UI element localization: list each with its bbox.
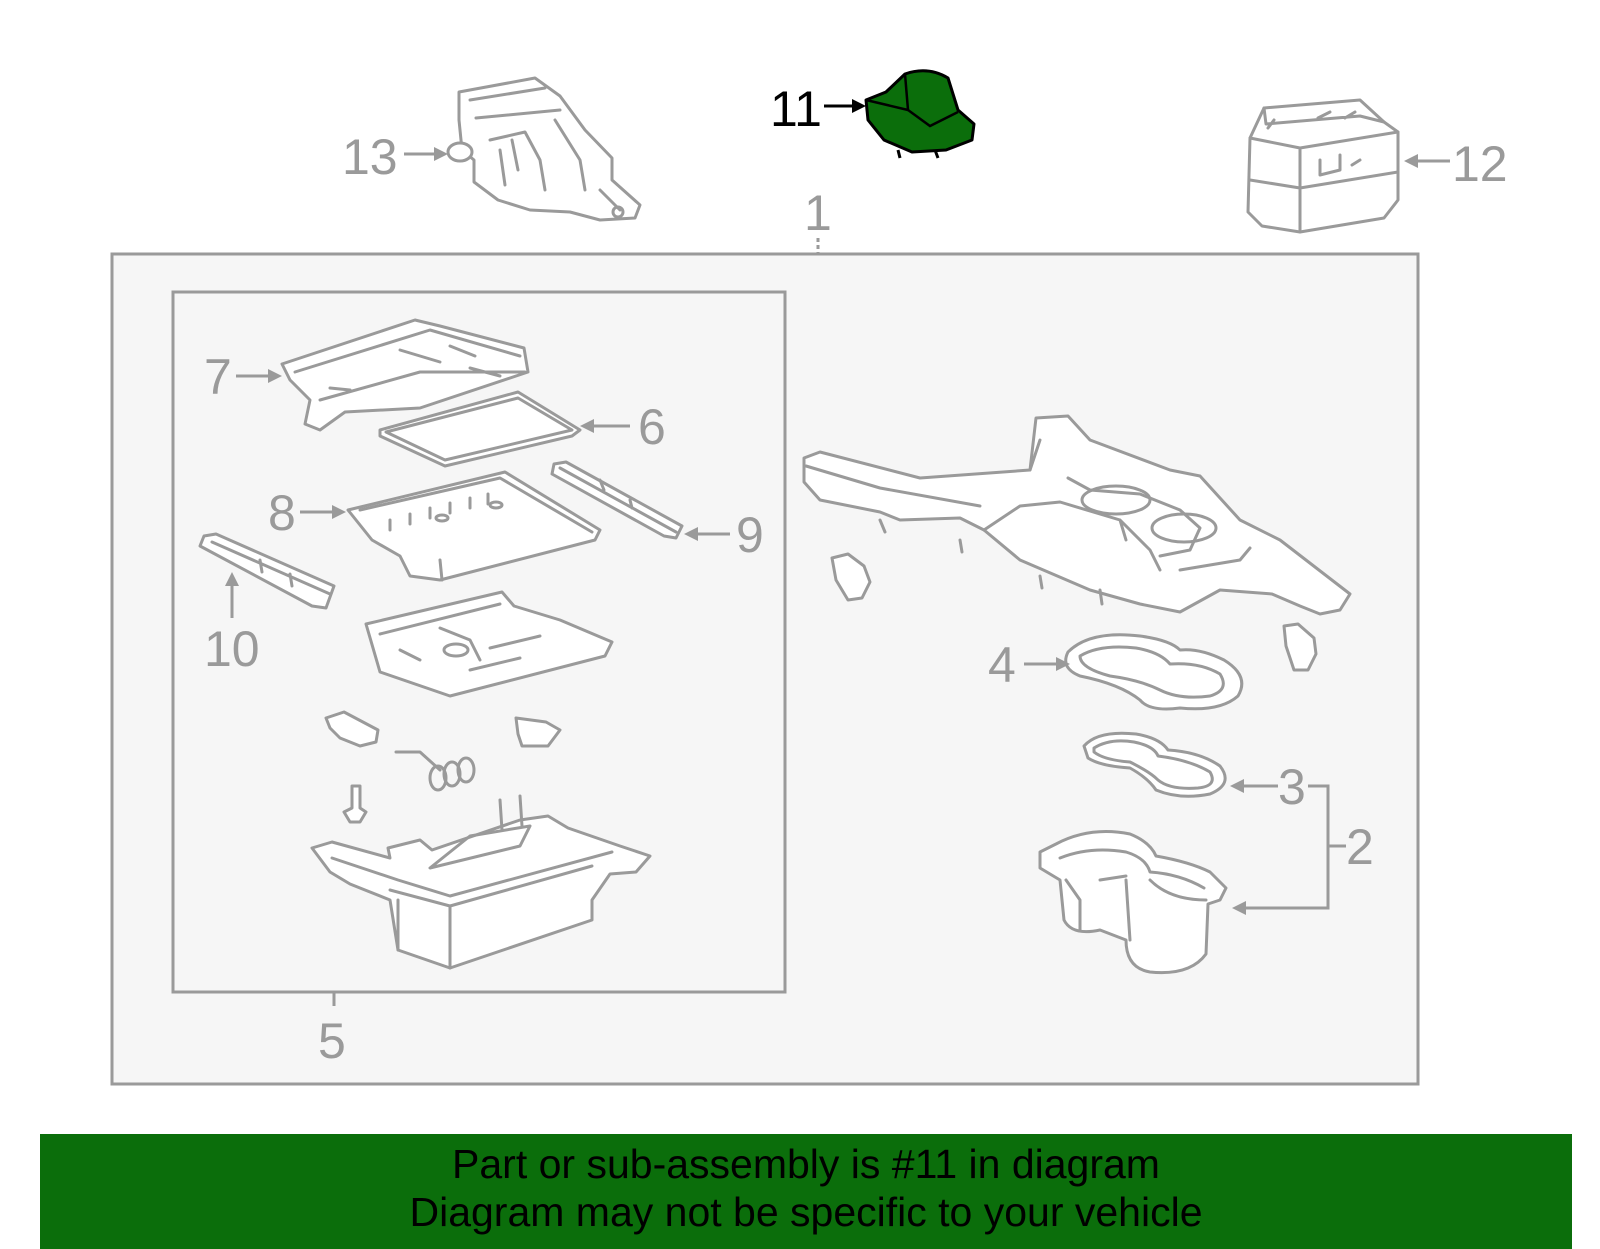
callout-4: 4 [988, 637, 1016, 693]
callout-6: 6 [638, 399, 666, 455]
part-9-trim-strip[interactable] [550, 460, 684, 540]
callout-2: 2 [1346, 819, 1374, 875]
part-8-tray[interactable] [346, 470, 602, 582]
part-pin[interactable] [342, 784, 368, 824]
part-10-trim-strip[interactable] [198, 532, 336, 610]
banner-line-2: Diagram may not be specific to your vehi… [409, 1189, 1203, 1235]
callout-12: 12 [1452, 136, 1508, 192]
part-12-switch-module[interactable] [1246, 98, 1400, 234]
leader-lines [225, 99, 1450, 1006]
callout-9: 9 [736, 507, 764, 563]
callout-10: 10 [204, 621, 260, 677]
console-clip-left[interactable] [830, 552, 872, 602]
part-console-inner-tray[interactable] [364, 590, 614, 698]
console-clip-right[interactable] [1282, 622, 1318, 672]
part-2-cupholder[interactable] [1038, 830, 1228, 975]
part-latch[interactable] [324, 710, 562, 748]
callout-11: 11 [770, 81, 822, 137]
part-spring[interactable] [394, 750, 476, 792]
part-4-cupholder-insert[interactable] [1064, 633, 1244, 711]
banner-line-1: Part or sub-assembly is #11 in diagram [452, 1141, 1160, 1187]
callout-7: 7 [204, 349, 232, 405]
callout-3: 3 [1278, 759, 1306, 815]
callout-8: 8 [268, 485, 296, 541]
part-3-cupholder-mat[interactable] [1082, 731, 1227, 798]
console-panel[interactable] [802, 414, 1352, 616]
callout-1: 1 [804, 185, 832, 241]
callout-labels: 13 11 12 1 7 6 8 9 10 5 4 3 2 [204, 81, 1508, 1069]
callout-5: 5 [318, 1013, 346, 1069]
part-6-lid-pad[interactable] [378, 390, 582, 468]
part-7-console-lid[interactable] [280, 318, 530, 432]
callout-13: 13 [342, 129, 398, 185]
part-11-shift-boot[interactable] [864, 69, 976, 159]
part-console-box[interactable] [310, 794, 652, 970]
part-13-shift-assembly[interactable] [446, 76, 642, 222]
info-banner: Part or sub-assembly is #11 in diagram D… [40, 1134, 1572, 1249]
